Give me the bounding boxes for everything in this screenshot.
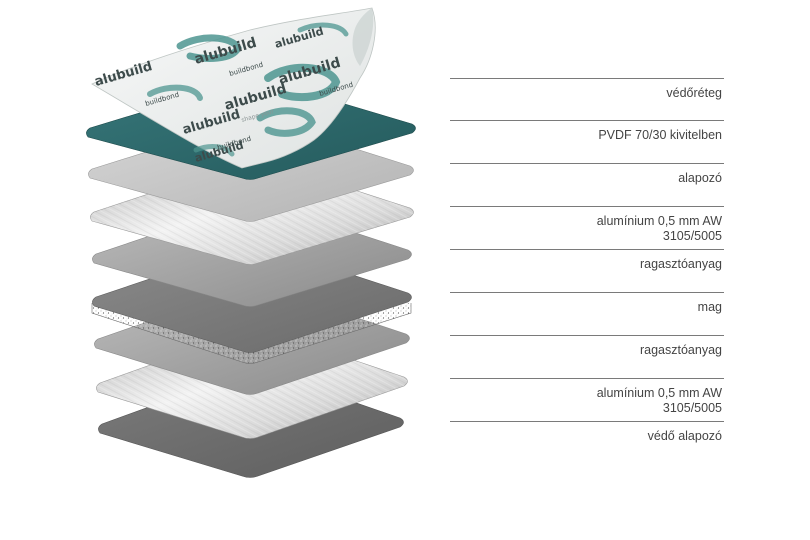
label-core: mag — [697, 300, 722, 314]
label-row-adhesive-top: ragasztóanyag — [450, 249, 724, 272]
label-row-aluminium-bottom: alumínium 0,5 mm AW 3105/5005 — [450, 378, 724, 416]
divider — [450, 335, 724, 336]
label-row-aluminium-top: alumínium 0,5 mm AW 3105/5005 — [450, 206, 724, 244]
divider — [450, 163, 724, 164]
label-adhesive-bottom: ragasztóanyag — [639, 343, 722, 357]
layer-labels: védőréteg PVDF 70/30 kivitelben alapozó … — [450, 0, 724, 540]
label-back-primer: védő alapozó — [647, 429, 722, 443]
label-aluminium-bottom: alumínium 0,5 mm AW 3105/5005 — [596, 386, 722, 415]
divider — [450, 206, 724, 207]
label-adhesive-top: ragasztóanyag — [639, 257, 722, 271]
label-protective-layer: védőréteg — [666, 86, 722, 100]
label-row-core: mag — [450, 292, 724, 315]
label-aluminium-top: alumínium 0,5 mm AW 3105/5005 — [596, 214, 722, 243]
label-row-pvdf: PVDF 70/30 kivitelben — [450, 120, 724, 143]
divider — [450, 78, 724, 79]
label-row-protective-layer: védőréteg — [450, 78, 724, 101]
divider — [450, 120, 724, 121]
label-pvdf: PVDF 70/30 kivitelben — [598, 128, 722, 142]
divider — [450, 378, 724, 379]
divider — [450, 249, 724, 250]
label-primer: alapozó — [678, 171, 722, 185]
divider — [450, 292, 724, 293]
label-row-back-primer: védő alapozó — [450, 421, 724, 444]
divider — [450, 421, 724, 422]
label-row-adhesive-bottom: ragasztóanyag — [450, 335, 724, 358]
label-row-primer: alapozó — [450, 163, 724, 186]
